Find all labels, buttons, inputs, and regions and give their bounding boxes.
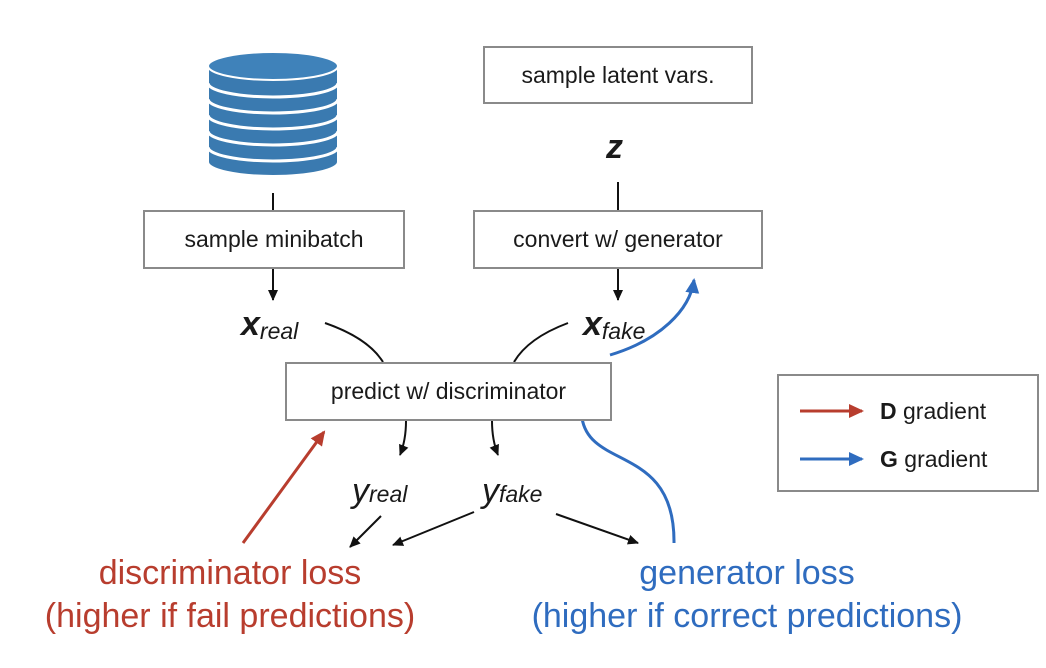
predict-discriminator-box: predict w/ discriminator: [285, 362, 612, 421]
y-fake-variable: yfake: [482, 474, 542, 508]
generator-loss-detail: (higher if correct predictions): [531, 596, 963, 635]
x-real-base: x: [241, 305, 260, 343]
x-fake-subscript: fake: [601, 318, 646, 344]
x-fake-variable: xfake: [583, 307, 645, 343]
legend-box: [777, 374, 1039, 492]
xreal-to-predict-curve: [324, 322, 384, 363]
x-fake-base: x: [583, 305, 602, 343]
y-real-subscript: real: [369, 481, 408, 507]
legend-g-key: G: [880, 446, 898, 472]
predict-discriminator-label: predict w/ discriminator: [330, 378, 567, 404]
yreal-to-dloss-arrow: [349, 515, 382, 548]
z-variable: z: [606, 130, 623, 164]
x-real-variable: xreal: [241, 307, 298, 343]
x-real-subscript: real: [259, 318, 299, 344]
z-symbol: z: [606, 128, 623, 166]
sample-latent-box: sample latent vars.: [483, 46, 753, 104]
discriminator-loss: discriminator loss (higher if fail predi…: [0, 552, 460, 637]
yfake-to-dloss-arrow: [392, 511, 475, 546]
legend-d-key: D: [880, 398, 897, 424]
predict-to-yfake-arrow: [489, 420, 499, 456]
y-fake-base: y: [482, 472, 499, 510]
convert-generator-label: convert w/ generator: [513, 226, 723, 252]
legend-d-row: D gradient: [880, 398, 986, 425]
g-gradient-arrow: [580, 280, 694, 544]
generator-loss-title: generator loss: [639, 554, 855, 592]
sample-minibatch-box: sample minibatch: [143, 210, 405, 269]
y-fake-subscript: fake: [499, 481, 543, 507]
predict-to-yreal-arrow: [399, 420, 409, 456]
discriminator-loss-title: discriminator loss: [98, 554, 362, 592]
legend-g-row: G gradient: [880, 446, 987, 473]
discriminator-loss-detail: (higher if fail predictions): [44, 596, 416, 635]
y-real-base: y: [352, 472, 369, 510]
y-real-variable: yreal: [352, 474, 407, 508]
yfake-to-gloss-arrow: [555, 513, 639, 545]
convert-generator-box: convert w/ generator: [473, 210, 763, 269]
legend-d-label: gradient: [903, 398, 987, 424]
generator-loss: generator loss (higher if correct predic…: [473, 552, 1021, 637]
legend-g-label: gradient: [904, 446, 988, 472]
sample-minibatch-label: sample minibatch: [184, 226, 364, 252]
sample-latent-label: sample latent vars.: [521, 61, 715, 88]
database-icon: [206, 51, 340, 177]
xfake-to-predict-curve: [513, 322, 569, 363]
d-gradient-arrow: [241, 430, 326, 544]
